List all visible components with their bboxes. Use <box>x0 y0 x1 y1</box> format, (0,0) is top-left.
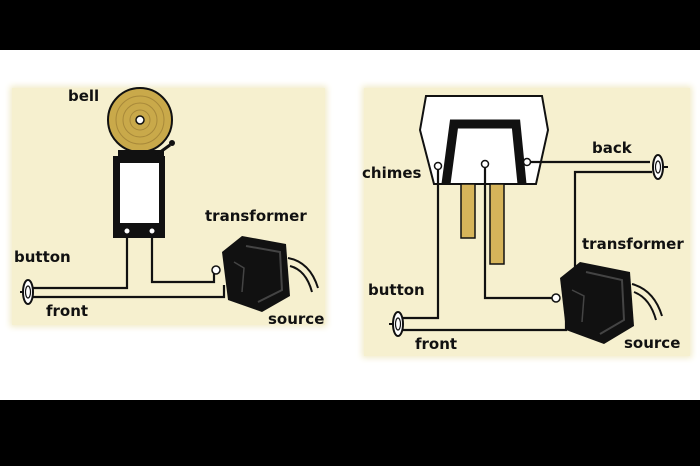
right-source-label: source <box>624 334 681 352</box>
left-transformer-icon <box>211 236 319 312</box>
back-label: back <box>592 139 632 157</box>
chimes-label: chimes <box>362 164 422 182</box>
left-front-label: front <box>46 302 89 320</box>
left-button-label: button <box>14 248 71 266</box>
left-transformer-label: transformer <box>205 207 307 225</box>
right-button-label: button <box>368 281 425 299</box>
bell-clapper-icon <box>118 140 175 160</box>
right-wiring <box>389 95 668 344</box>
right-transformer-icon <box>551 262 663 344</box>
left-wiring <box>20 87 319 312</box>
right-front-label: front <box>415 335 458 353</box>
right-button-icon <box>389 311 404 337</box>
bell-icon <box>107 87 173 153</box>
left-button-icon <box>20 279 34 305</box>
bell-unit-icon <box>113 156 165 238</box>
right-transformer-label: transformer <box>582 235 684 253</box>
bell-label: bell <box>68 87 100 105</box>
chimes-unit-icon <box>418 95 550 265</box>
left-wires <box>30 234 226 299</box>
left-source-label: source <box>268 310 325 328</box>
image-frame <box>0 50 700 400</box>
back-button-icon <box>652 154 668 180</box>
